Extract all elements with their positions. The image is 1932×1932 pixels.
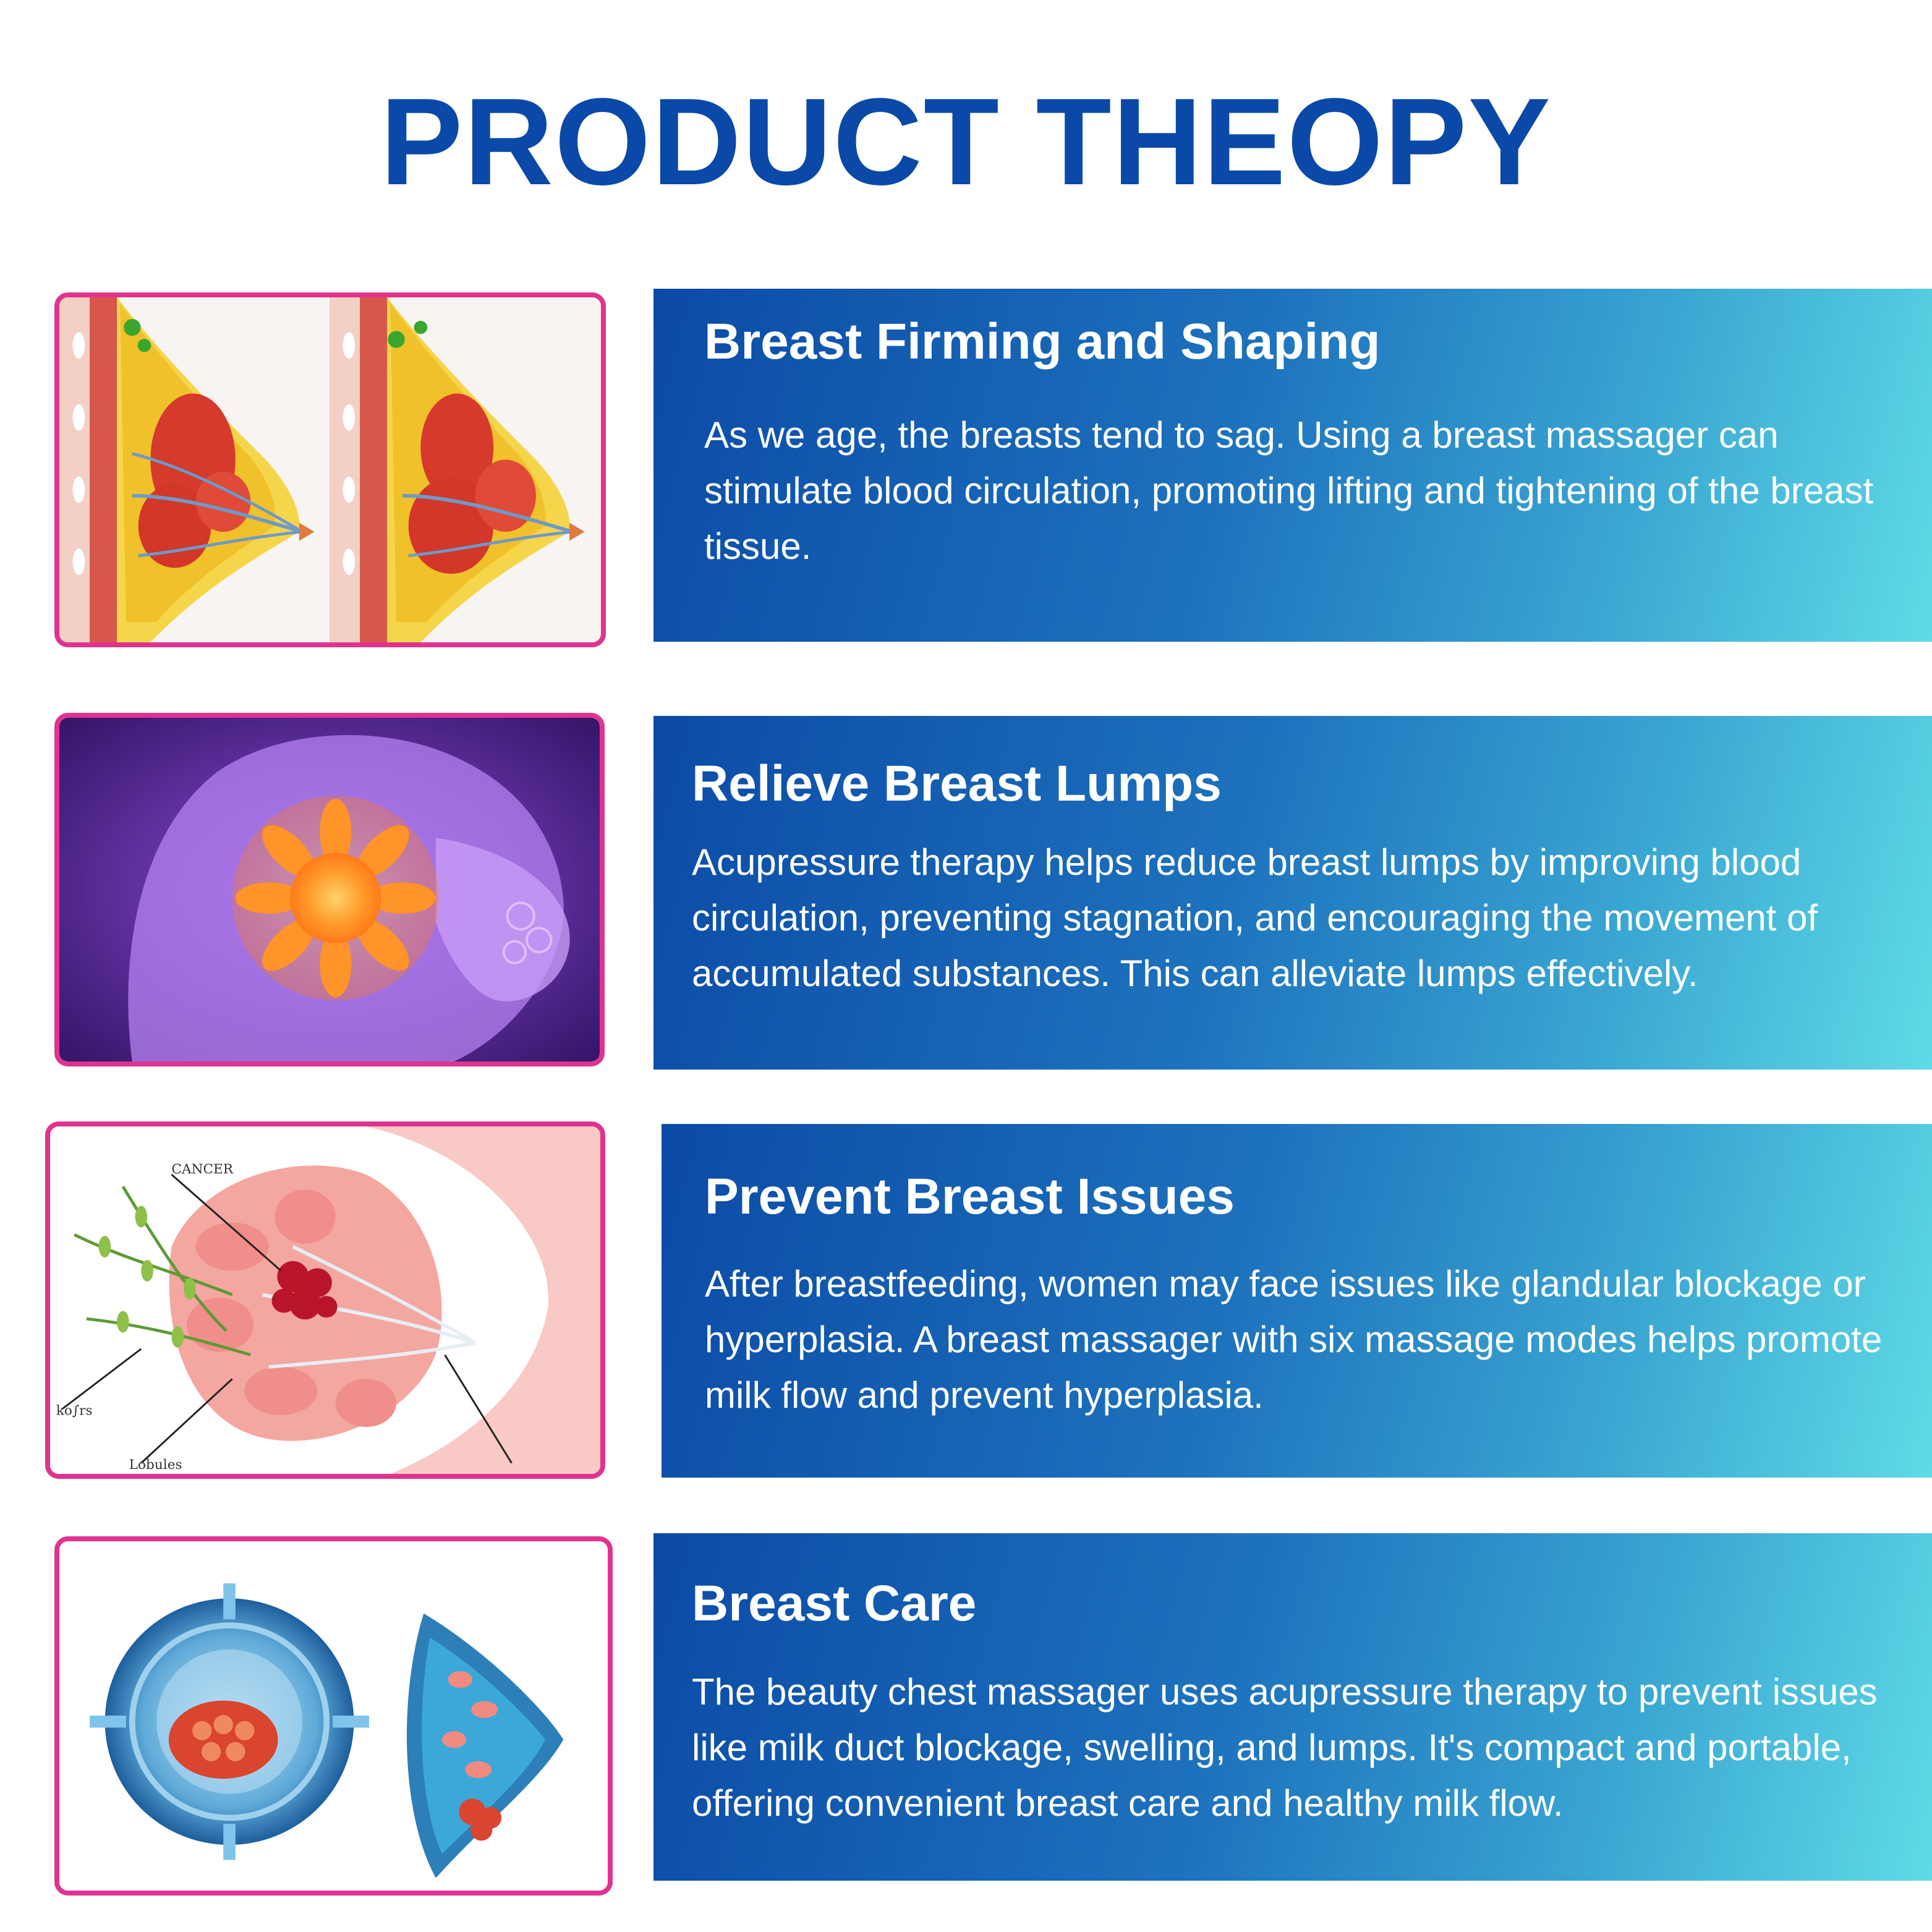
side-label: ko∫rs bbox=[56, 1403, 93, 1419]
targeted-scan-icon bbox=[59, 1541, 608, 1891]
benefit-panel-firming: Breast Firming and Shaping As we age, th… bbox=[653, 289, 1932, 642]
benefit-heading: Breast Firming and Shaping bbox=[704, 313, 1381, 370]
benefit-panel-lumps: Relieve Breast Lumps Acupressure therapy… bbox=[653, 716, 1932, 1070]
benefit-panel-prevent: Prevent Breast Issues After breastfeedin… bbox=[662, 1124, 1932, 1478]
benefit-description: Acupressure therapy helps reduce breast … bbox=[692, 841, 1818, 994]
benefit-heading: Relieve Breast Lumps bbox=[692, 755, 1222, 812]
benefit-heading: Breast Care bbox=[692, 1575, 977, 1632]
breast-anatomy-cross-section-icon bbox=[59, 297, 601, 642]
breast-lump-xray-illustration bbox=[54, 713, 605, 1066]
benefit-description: After breastfeeding, women may face issu… bbox=[705, 1263, 1883, 1416]
lobules-label: Lobules bbox=[129, 1457, 182, 1473]
page-title: PRODUCT THEOPY bbox=[380, 73, 1552, 211]
breast-care-illustration bbox=[54, 1536, 613, 1896]
glowing-lump-icon bbox=[59, 718, 600, 1062]
benefit-heading: Prevent Breast Issues bbox=[705, 1168, 1235, 1225]
benefit-description: As we age, the breasts tend to sag. Usin… bbox=[704, 414, 1874, 567]
breast-anatomy-illustration bbox=[54, 292, 606, 647]
benefit-panel-care: Breast Care The beauty chest massager us… bbox=[653, 1533, 1932, 1881]
lobules-diagram-icon: CANCER ko∫rs Lobules bbox=[50, 1126, 600, 1474]
benefit-description: The beauty chest massager uses acupressu… bbox=[692, 1671, 1878, 1824]
cancer-label: CANCER bbox=[171, 1162, 233, 1177]
breast-lobules-diagram: CANCER ko∫rs Lobules bbox=[45, 1121, 605, 1479]
